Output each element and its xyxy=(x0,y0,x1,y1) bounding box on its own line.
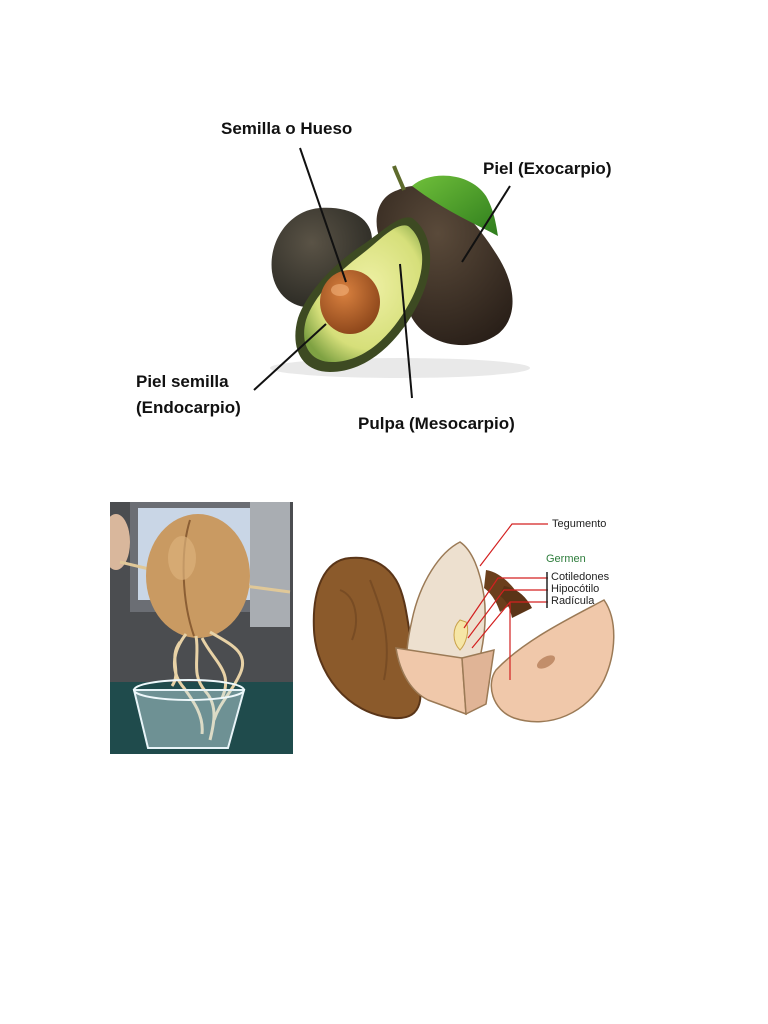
pointer-hypocotyl xyxy=(467,589,548,639)
label-cotyledons: Cotiledones xyxy=(551,571,610,583)
label-germ: Germen xyxy=(546,553,586,565)
label-seed-skin-line2: (Endocarpio) xyxy=(136,398,241,417)
label-skin: Piel (Exocarpio) xyxy=(483,159,612,178)
avocado-seed xyxy=(320,270,380,334)
water-glass xyxy=(132,689,246,749)
pointer-seed xyxy=(299,147,347,283)
pointer-skin xyxy=(461,185,511,263)
label-tegument: Tegumento xyxy=(552,518,607,530)
seed-anatomy-illustration xyxy=(312,523,615,723)
label-radicle: Radícula xyxy=(551,595,595,607)
label-pulp: Pulpa (Mesocarpio) xyxy=(358,414,515,433)
hand xyxy=(110,514,130,570)
label-seed-skin-line1: Piel semilla xyxy=(136,372,229,391)
pointer-tegument xyxy=(479,523,548,567)
pointer-pulp xyxy=(399,263,413,399)
avocado-illustration xyxy=(253,147,530,399)
label-seed: Semilla o Hueso xyxy=(221,119,353,138)
roots xyxy=(170,630,245,741)
pointer-cotyledons xyxy=(463,577,548,629)
germinating-seed-photo xyxy=(110,502,293,754)
label-hypocotyl: Hipocótilo xyxy=(551,583,600,595)
seed-in-photo xyxy=(146,514,250,638)
pointer-seed-skin xyxy=(253,323,327,391)
avocado-stem xyxy=(392,165,406,191)
wedge-front xyxy=(395,647,467,716)
avocado-leaf xyxy=(412,175,498,236)
pointer-lines xyxy=(463,523,548,680)
whole-seed xyxy=(312,556,422,720)
